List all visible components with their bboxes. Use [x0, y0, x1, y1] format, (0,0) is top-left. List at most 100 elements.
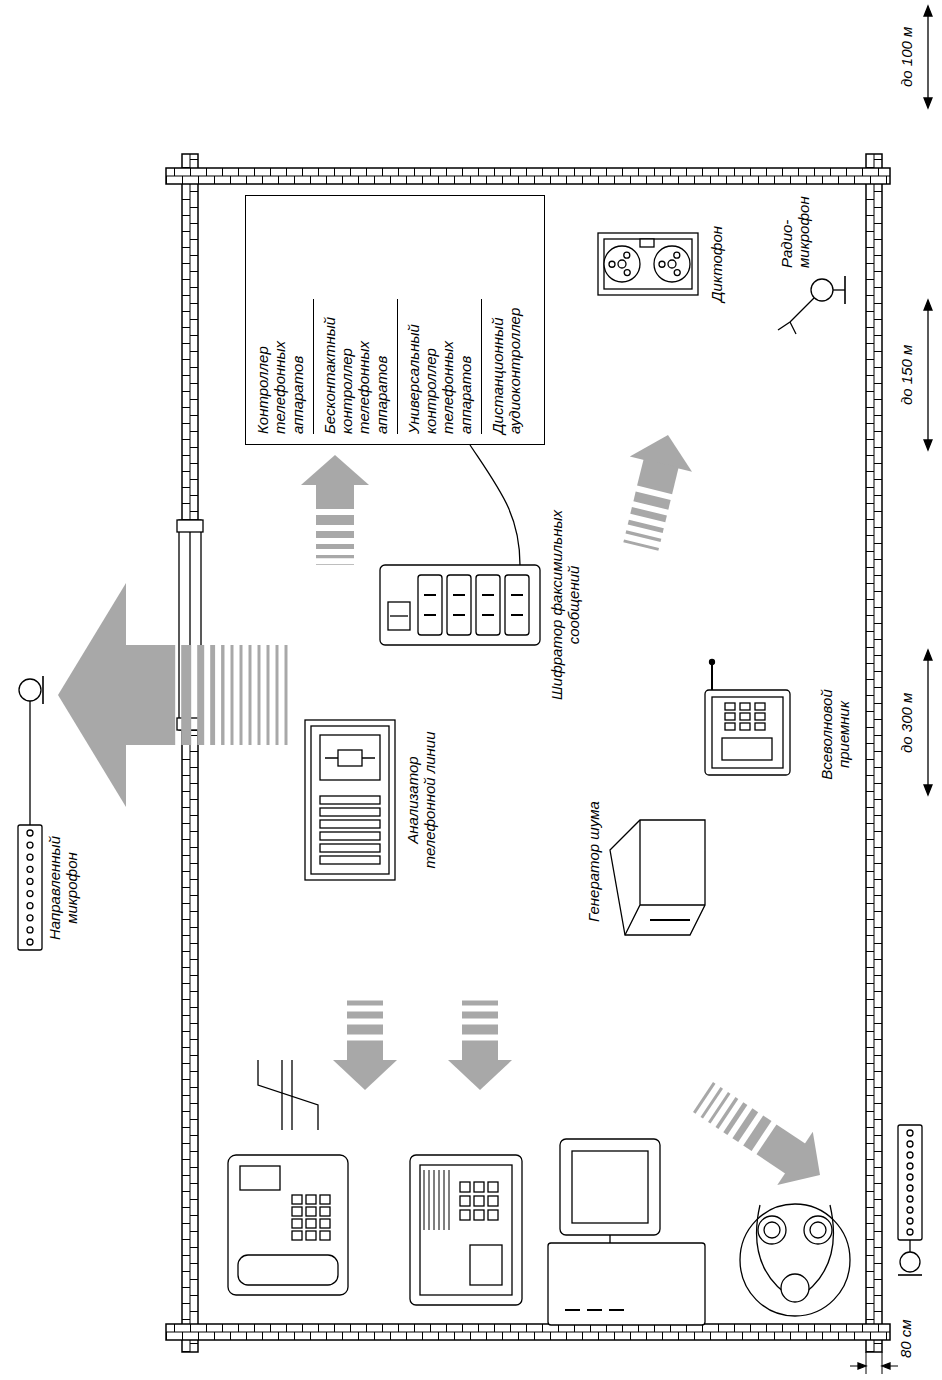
monitor-screen — [572, 1151, 648, 1223]
receiver-key — [755, 723, 765, 730]
tape-head — [640, 239, 654, 247]
tape-reel — [654, 246, 690, 282]
grille-hole — [27, 927, 33, 933]
distance-arrow — [924, 300, 932, 450]
distance-label: до 150 м — [898, 345, 915, 405]
head — [740, 1204, 850, 1316]
arrow-head — [924, 440, 932, 450]
device-name: Бесконтактный контроллер телефонных аппа… — [313, 299, 390, 434]
microphone-bar — [898, 1274, 922, 1276]
reel-hole — [674, 270, 680, 276]
arrow-part — [701, 1087, 724, 1119]
brick-wall — [182, 154, 198, 520]
grille-hole — [27, 915, 33, 921]
arrow-head — [924, 98, 932, 108]
grille-hole — [907, 1152, 913, 1158]
monitor — [560, 1139, 660, 1235]
drive-slot — [565, 1309, 580, 1311]
drive-slot — [609, 1309, 624, 1311]
brick-wall — [182, 730, 198, 1352]
arrow-part — [626, 530, 662, 542]
distance-line — [927, 654, 928, 791]
grille-hole — [27, 854, 33, 860]
microphone-cable — [909, 1240, 910, 1252]
signal-arrow — [623, 435, 692, 551]
arrow-part — [630, 507, 667, 522]
arrow-part — [462, 1012, 498, 1019]
signal-arrow — [448, 1001, 512, 1090]
arrow-part — [316, 515, 354, 525]
grille-hole — [907, 1218, 913, 1224]
fax-key — [488, 1196, 498, 1206]
reel-hole — [674, 252, 680, 258]
noise-generator — [610, 820, 705, 935]
arrow-part — [249, 645, 252, 745]
arrow-part — [628, 520, 664, 533]
antenna — [790, 322, 796, 334]
socket — [476, 575, 500, 635]
drive-slot — [587, 1309, 602, 1311]
arrow-part — [258, 645, 261, 745]
fax-body — [410, 1155, 522, 1305]
analyzer-frame — [311, 726, 389, 874]
phone-key — [292, 1207, 302, 1216]
grille-hole — [907, 1141, 913, 1147]
recorder-panel — [604, 239, 692, 289]
microphone-stem — [833, 289, 845, 290]
arrow-head — [858, 1363, 866, 1369]
arrow-part — [333, 1060, 397, 1090]
arrow-part — [240, 645, 243, 745]
recorder-body — [598, 233, 698, 295]
grille-hole — [907, 1196, 913, 1202]
dictaphone — [598, 233, 698, 295]
system-unit — [548, 1243, 705, 1325]
phone-key — [306, 1219, 316, 1228]
switch — [388, 602, 410, 630]
paper-slot — [429, 1170, 430, 1230]
arrow-part — [448, 1060, 512, 1090]
distance-label: до 300 м — [898, 693, 915, 753]
fax-panel — [420, 1165, 512, 1295]
phone-handset — [238, 1255, 338, 1285]
signal-arrow — [693, 1082, 820, 1185]
extension-line — [882, 1352, 883, 1374]
analyzer-body — [305, 720, 395, 880]
distance-arrow — [924, 6, 932, 108]
arrow-part — [301, 455, 369, 485]
paper-slot — [444, 1170, 445, 1230]
socket — [505, 575, 529, 635]
arrow-part — [285, 645, 288, 745]
receiver-body — [705, 690, 790, 775]
all-wave-receiver — [705, 660, 790, 776]
dimension-label: 80 см — [897, 1319, 914, 1358]
goggle-lens — [764, 1222, 780, 1238]
goggle — [758, 1216, 786, 1244]
arrow-head — [882, 1363, 890, 1369]
microphone-cable — [29, 701, 30, 825]
brick-wall — [166, 168, 890, 184]
module-element — [338, 750, 362, 766]
phone-key — [306, 1231, 316, 1240]
socket-pin — [424, 614, 436, 616]
device-label: Радио- микрофон — [778, 190, 813, 268]
arrow-part — [316, 544, 354, 549]
arrow-head — [924, 785, 932, 795]
arrow-part — [637, 459, 679, 494]
grille-hole — [27, 866, 33, 872]
mask-filter — [781, 1274, 809, 1302]
grille-hole — [27, 878, 33, 884]
arrow-part — [181, 645, 191, 745]
signal-arrow — [333, 1001, 397, 1090]
device-label: Диктофон — [708, 226, 725, 302]
dimension — [850, 1352, 898, 1374]
receiver-key — [725, 713, 735, 720]
microphone-bar — [844, 276, 846, 304]
receiver-panel — [712, 697, 783, 768]
device-label: Анализатор телефонной линии — [404, 710, 439, 890]
microphone-head — [900, 1252, 920, 1272]
reel-hole — [659, 261, 665, 267]
device-name: Универсальный контроллер телефонных аппа… — [397, 299, 474, 434]
microphone-unit — [898, 1125, 922, 1240]
phone-body — [228, 1155, 348, 1295]
receiver-key — [725, 703, 735, 710]
